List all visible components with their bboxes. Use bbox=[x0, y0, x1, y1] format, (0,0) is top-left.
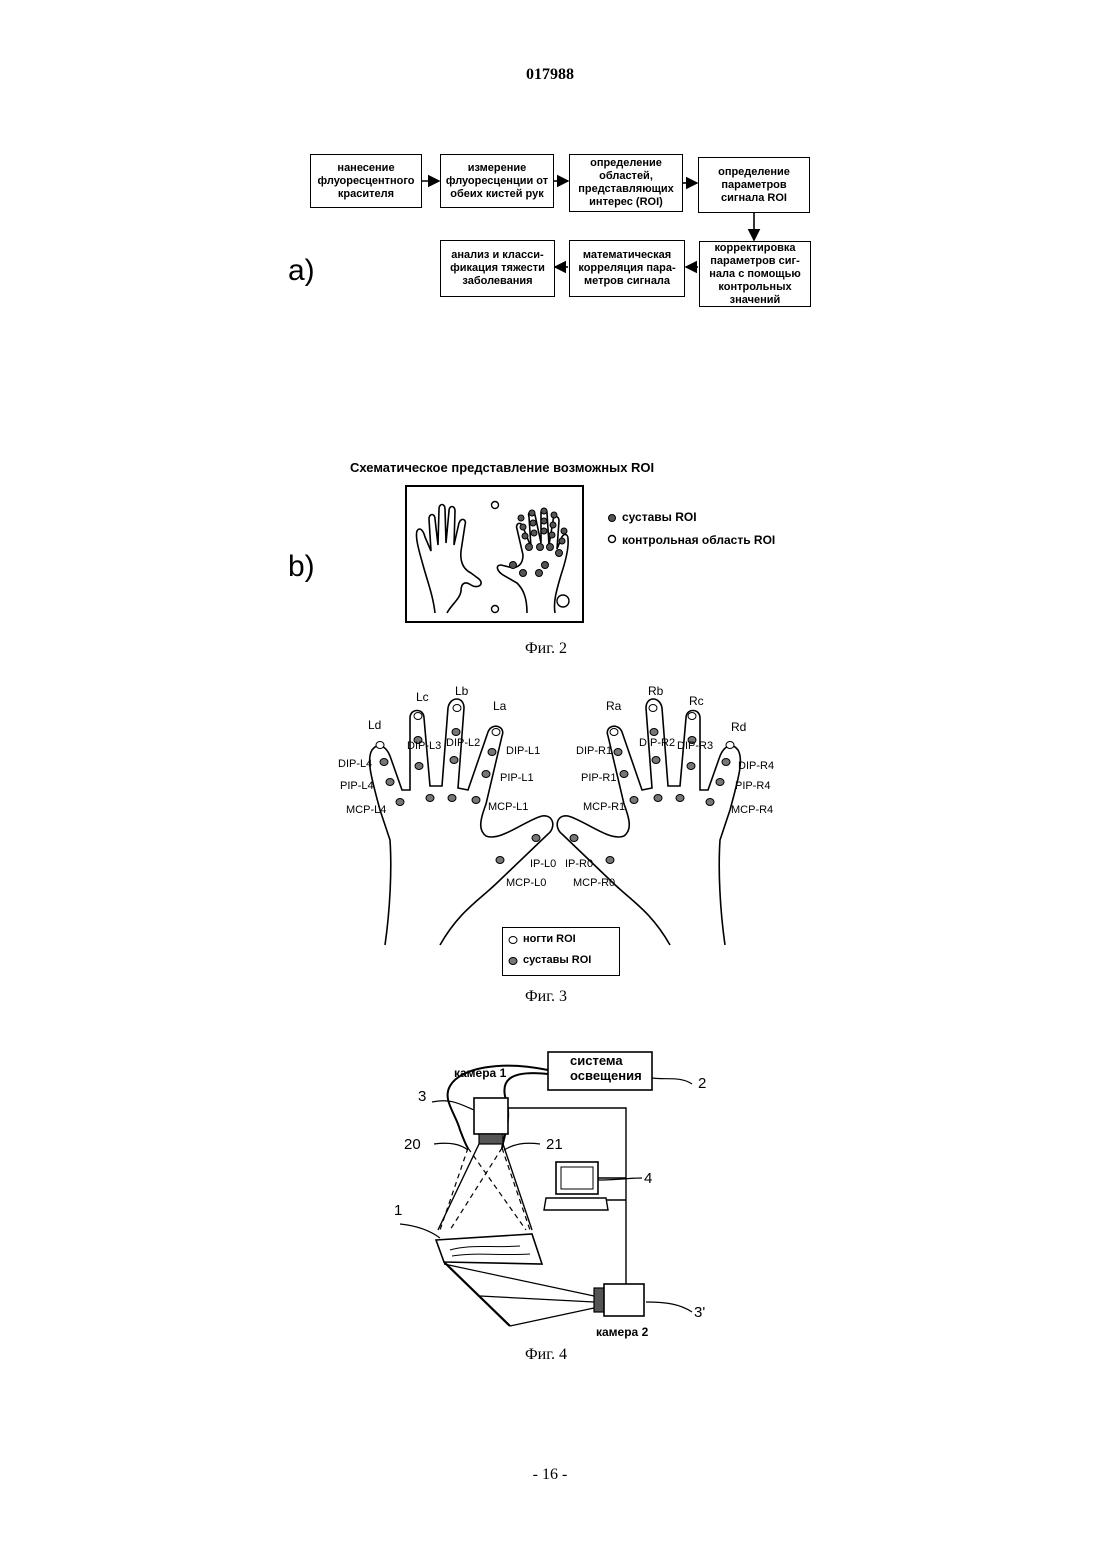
joint-roi-legend-icon bbox=[609, 515, 616, 522]
label-MCP-R4: MCP-R4 bbox=[731, 804, 773, 816]
label-Rc: Rc bbox=[689, 694, 704, 708]
fig3-legend: ногти ROI суставы ROI bbox=[502, 927, 620, 976]
apparatus-diagram bbox=[380, 1040, 740, 1340]
label-PIP-R4: PIP-R4 bbox=[735, 780, 770, 792]
hands-diagram bbox=[330, 670, 780, 970]
legend-joints-roi: суставы ROI bbox=[622, 510, 697, 524]
flow-box-define-roi: определение областей, представляющих инт… bbox=[569, 154, 683, 212]
label-PIP-L1: PIP-L1 bbox=[500, 772, 534, 784]
camera-2-label: камера 2 bbox=[596, 1325, 648, 1339]
flow-box-apply-dye: нанесение флуоресцентного красителя bbox=[310, 154, 422, 208]
schematic-title: Схематическое представление возможных RO… bbox=[350, 460, 654, 475]
label-PIP-L4: PIP-L4 bbox=[340, 780, 374, 792]
label-La: La bbox=[493, 699, 506, 713]
label-MCP-R1: MCP-R1 bbox=[583, 801, 625, 813]
ref-20: 20 bbox=[404, 1136, 421, 1153]
left-hand-fig3 bbox=[370, 699, 553, 945]
label-Ra: Ra bbox=[606, 699, 621, 713]
ref-2: 2 bbox=[698, 1075, 706, 1092]
label-Rd: Rd bbox=[731, 720, 746, 734]
right-hand-fig3 bbox=[557, 699, 740, 945]
figure-3-caption: Фиг. 3 bbox=[525, 988, 567, 1006]
label-IP-L0: IP-L0 bbox=[530, 858, 556, 870]
label-Rb: Rb bbox=[648, 684, 663, 698]
label-DIP-R3: DIP-R3 bbox=[677, 740, 713, 752]
legend-control-roi: контрольная область ROI bbox=[622, 533, 775, 547]
label-DIP-L1: DIP-L1 bbox=[506, 745, 540, 757]
label-DIP-R2: DIP-R2 bbox=[639, 737, 675, 749]
label-DIP-L2: DIP-L2 bbox=[446, 737, 480, 749]
legend-nails-roi: ногти ROI bbox=[523, 933, 576, 945]
roi-schematic bbox=[405, 485, 585, 625]
flow-box-signal-params: определение параметров сигнала ROI bbox=[698, 157, 810, 213]
joint-roi-icon bbox=[509, 958, 517, 965]
legend-joints-roi-fig3: суставы ROI bbox=[523, 954, 591, 966]
flow-box-classification: анализ и класси- фикация тяжести заболев… bbox=[440, 240, 555, 297]
label-Lc: Lc bbox=[416, 690, 429, 704]
label-DIP-R1: DIP-R1 bbox=[576, 745, 612, 757]
label-MCP-L0: MCP-L0 bbox=[506, 877, 546, 889]
label-PIP-R1: PIP-R1 bbox=[581, 772, 616, 784]
roi-legend-icons bbox=[605, 509, 619, 549]
nail-roi-icon bbox=[509, 937, 517, 944]
ref-4: 4 bbox=[644, 1170, 652, 1187]
flow-box-measure-fluorescence: измерение флуоресценции от обеих кистей … bbox=[440, 154, 554, 208]
control-roi-legend-icon bbox=[609, 536, 616, 543]
page-number: - 16 - bbox=[0, 1466, 1100, 1484]
fig3-legend-icons bbox=[507, 931, 519, 971]
figure-4-caption: Фиг. 4 bbox=[525, 1346, 567, 1364]
flow-box-correction: корректировка параметров сиг- нала с пом… bbox=[699, 241, 811, 307]
ref-1: 1 bbox=[394, 1202, 402, 1219]
panel-b-letter: b) bbox=[288, 550, 315, 584]
label-IP-R0: IP-R0 bbox=[565, 858, 593, 870]
label-MCP-L1: MCP-L1 bbox=[488, 801, 528, 813]
label-MCP-L4: MCP-L4 bbox=[346, 804, 386, 816]
ref-3: 3 bbox=[418, 1088, 426, 1105]
label-DIP-L4: DIP-L4 bbox=[338, 758, 372, 770]
label-DIP-L3: DIP-L3 bbox=[407, 740, 441, 752]
ref-3-prime: 3' bbox=[694, 1304, 705, 1321]
figure-2-caption: Фиг. 2 bbox=[525, 640, 567, 658]
label-DIP-R4: DIP-R4 bbox=[738, 760, 774, 772]
label-Ld: Ld bbox=[368, 718, 381, 732]
label-Lb: Lb bbox=[455, 684, 468, 698]
camera-1-label: камера 1 bbox=[454, 1066, 506, 1080]
ref-21: 21 bbox=[546, 1136, 563, 1153]
label-MCP-R0: MCP-R0 bbox=[573, 877, 615, 889]
lighting-system-label: система освещения bbox=[570, 1053, 670, 1083]
flow-box-correlation: математическая корреляция пара- метров с… bbox=[569, 240, 685, 297]
